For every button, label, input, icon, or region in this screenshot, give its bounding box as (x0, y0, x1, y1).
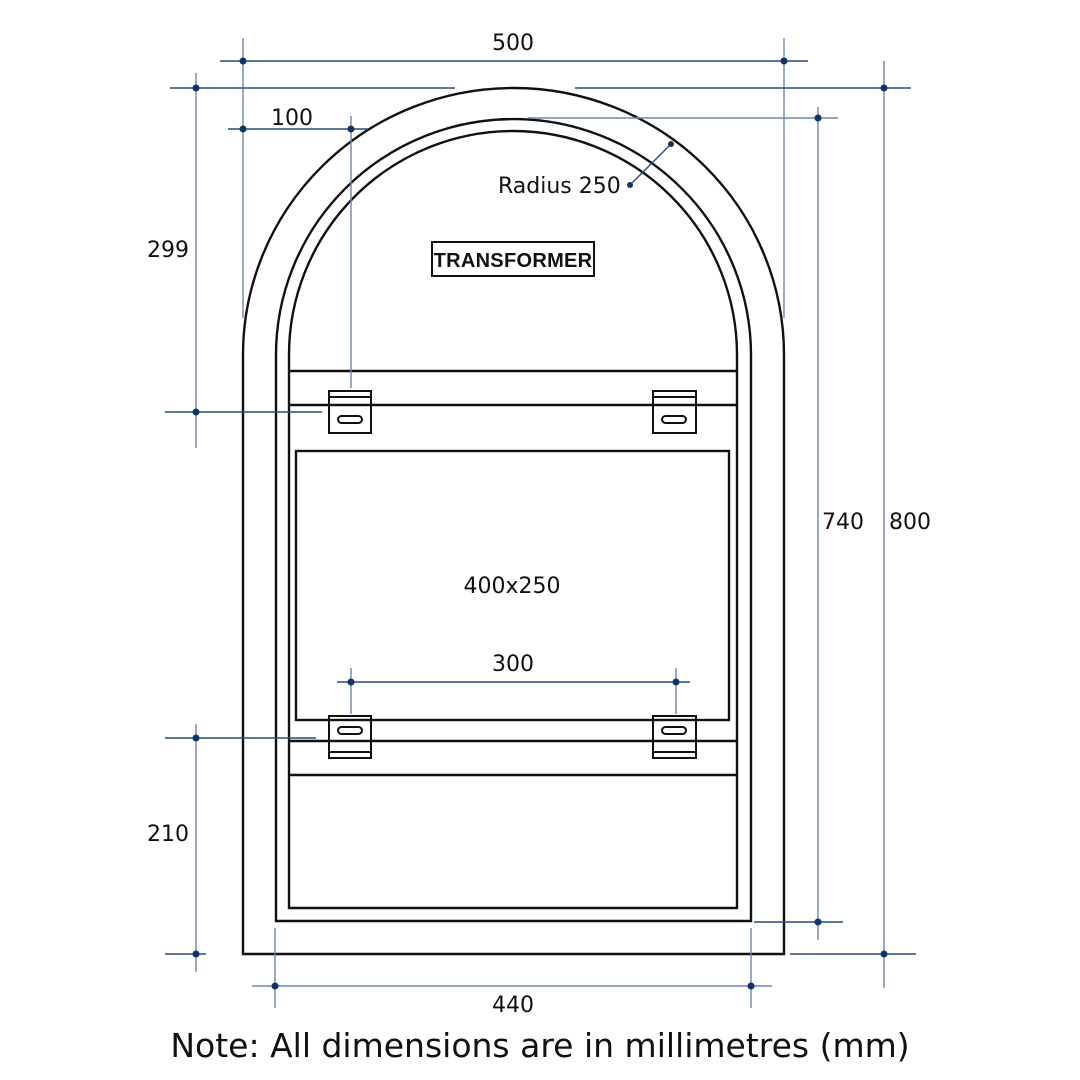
cabinet-body (241, 86, 786, 956)
upper-left-bracket (328, 390, 372, 434)
units-note: Note: All dimensions are in millimetres … (170, 1026, 909, 1065)
slot-icon (661, 415, 687, 424)
inner-arch-outline (287, 129, 739, 910)
dimension-upper-bracket-height: 299 (147, 73, 455, 448)
inner-panel (294, 449, 731, 722)
inner-height-value: 740 (822, 510, 864, 535)
lower-left-bracket (328, 715, 372, 759)
upper-right-bracket (652, 390, 697, 434)
dimension-overall-width: 500 (220, 31, 808, 318)
dimension-bracket-spacing: 300 (337, 652, 690, 714)
slot-icon (337, 726, 363, 735)
slot-icon (337, 415, 363, 424)
dimension-inner-width: 440 (252, 928, 772, 1018)
upper-bracket-height-value: 299 (147, 238, 189, 263)
lower-bracket-height-value: 210 (147, 822, 189, 847)
dimension-inner-height: 740 (528, 107, 864, 940)
dimension-overall-height: 800 (575, 61, 931, 988)
transformer-badge-text: TRANSFORMER (434, 250, 593, 272)
slot-icon (661, 726, 687, 735)
dimension-lower-bracket-height: 210 (147, 724, 316, 972)
radius-label: Radius 250 (498, 174, 621, 199)
panel-size-label: 400x250 (463, 574, 560, 599)
dimension-bracket-offset: 100 (228, 106, 368, 388)
outer-arch-outline (241, 86, 786, 956)
transformer-badge: TRANSFORMER (431, 241, 595, 277)
middle-arch-outline (274, 117, 753, 923)
bracket-offset-value: 100 (271, 106, 313, 131)
bracket-spacing-value: 300 (492, 652, 534, 677)
overall-width-value: 500 (492, 31, 534, 56)
radius-callout: Radius 250 (498, 141, 674, 199)
lower-right-bracket (652, 715, 697, 759)
inner-width-value: 440 (492, 993, 534, 1018)
overall-height-value: 800 (889, 510, 931, 535)
